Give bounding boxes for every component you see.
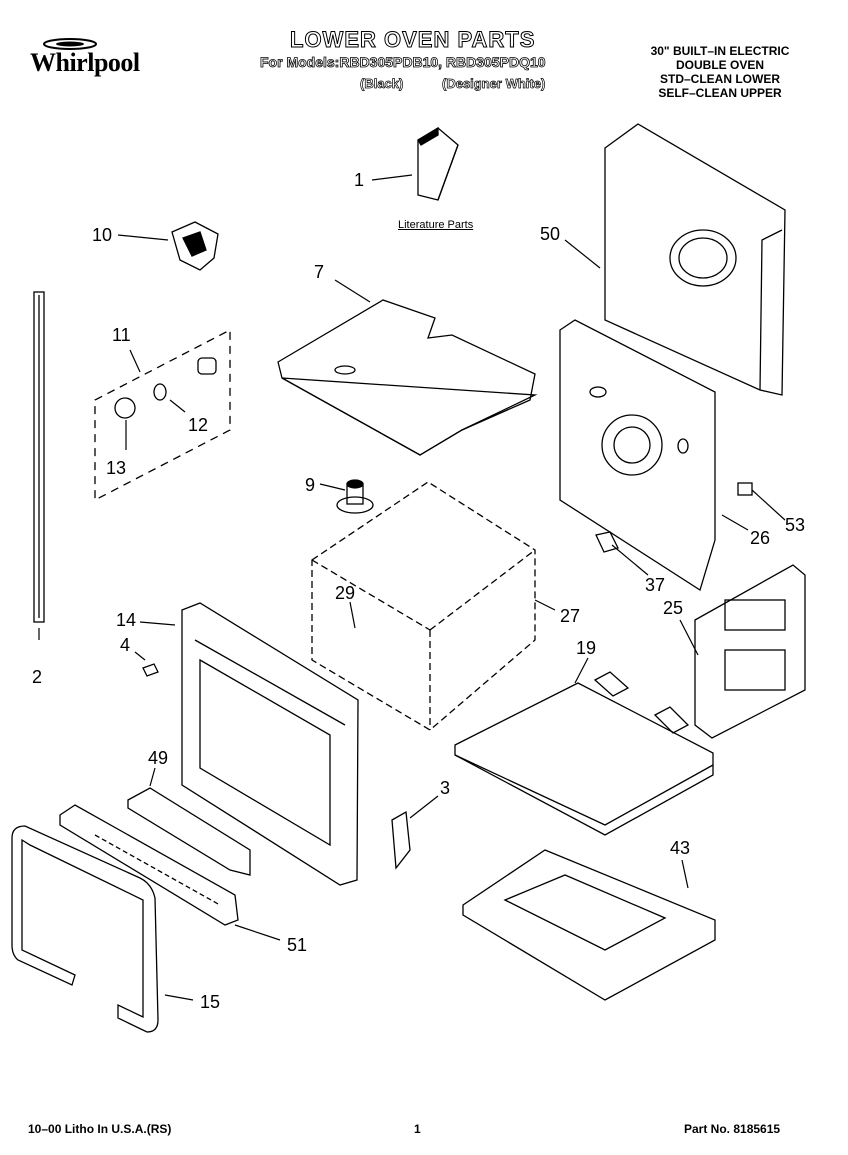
callout-19: 19 [576,638,597,658]
part-gasket-15 [11,825,159,1033]
footer-litho: 10–00 Litho In U.S.A.(RS) [28,1122,172,1136]
part-cover-19 [454,671,714,836]
part-side-panel-25 [694,564,806,739]
leader-lines [38,174,786,1001]
brand-name: Whirlpool [30,48,140,77]
desc-line: SELF–CLEAN UPPER [658,86,782,100]
callout-49: 49 [148,748,169,768]
callout-4: 4 [120,635,131,655]
callout-29: 29 [335,583,356,603]
page-title: LOWER OVEN PARTS [289,27,536,53]
part-sensor-37 [595,531,619,553]
callout-15: 15 [200,992,221,1012]
callout-43: 43 [670,838,691,858]
part-oven-cavity-27 [311,481,536,731]
footer-page-number: 1 [414,1122,421,1136]
callout-51: 51 [287,935,308,955]
callout-2: 2 [32,667,43,687]
part-top-panel-7 [277,299,538,456]
part-trim-49 [127,787,251,876]
callout-37: 37 [645,575,666,595]
callout-7: 7 [314,262,325,282]
oven-description: 30" BUILT–IN ELECTRIC DOUBLE OVEN STD–CL… [630,44,810,100]
callout-13: 13 [106,458,127,478]
callout-10: 10 [92,225,113,245]
desc-line: 30" BUILT–IN ELECTRIC [650,44,790,58]
part-knob-group [94,328,231,502]
footer-part-number: Part No. 8185615 [684,1122,781,1136]
desc-line: STD–CLEAN LOWER [660,72,780,86]
part-fan-motor-9 [336,479,374,514]
models-line: For Models:RBD305PDB10, RBD305PDQ10 [260,54,546,71]
part-rear-bracket [559,319,716,592]
brand-logo: Whirlpool [28,36,168,80]
callout-27: 27 [560,606,581,626]
part-literature-booklet [417,126,459,201]
variant-black: (Black) [360,76,404,92]
part-screw-4 [142,663,159,677]
callout-53: 53 [785,515,806,535]
callout-26: 26 [750,528,771,548]
callout-12: 12 [188,415,209,435]
callout-3: 3 [440,778,451,798]
callout-14: 14 [116,610,137,630]
desc-line: DOUBLE OVEN [675,58,764,72]
part-front-frame-14 [181,602,359,886]
callout-9: 9 [305,475,316,495]
whirlpool-swirl-icon [43,38,97,50]
callout-50: 50 [540,224,561,244]
part-bracket-3 [391,810,411,870]
callout-25: 25 [663,598,684,618]
part-strip-2 [33,291,45,623]
variant-white: (Designer White) [442,76,546,92]
part-bottom-tray-43 [462,849,716,1001]
part-back-panel-50 [604,123,786,396]
callout-1: 1 [354,170,365,190]
part-clip-53 [737,482,753,496]
literature-parts-label: Literature Parts [398,219,474,231]
part-bracket-10 [171,221,219,271]
part-vent-51 [59,804,239,926]
callout-11: 11 [112,325,131,345]
